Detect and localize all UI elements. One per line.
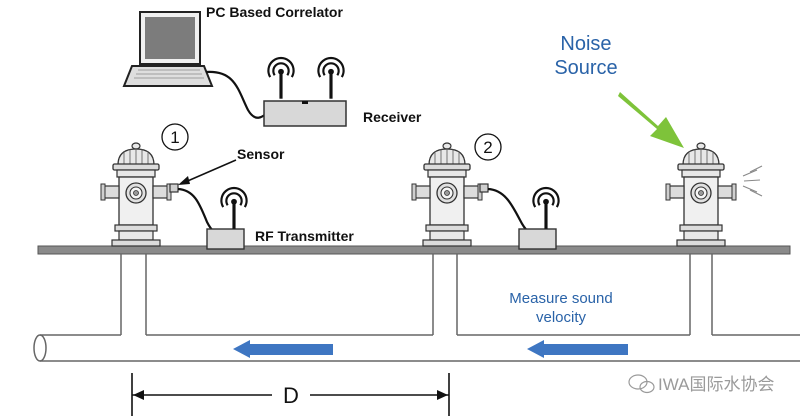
sensor-2-icon: [479, 183, 489, 193]
hydrant-1-icon: [100, 142, 172, 247]
receiver-antenna-right-icon: [316, 56, 346, 100]
transmitter-2-box-icon: [518, 228, 557, 250]
laptop-icon: [122, 11, 214, 87]
distance-arrow-left: [133, 390, 144, 400]
flow-arrow-right-icon: [527, 340, 628, 358]
sensor-label: Sensor: [237, 146, 285, 162]
watermark-text: IWA国际水协会: [658, 375, 774, 394]
receiver-box-icon: [263, 100, 347, 127]
correlator-label: PC Based Correlator: [206, 4, 343, 20]
measure-label-line1: Measure sound: [509, 290, 612, 307]
hydrant-noise-icon: [665, 142, 737, 247]
sensor-pointer-arrow: [178, 159, 237, 185]
distance-dimension: [131, 373, 450, 416]
noise-source-label-line2: Source: [554, 57, 617, 79]
receiver-cable: [205, 70, 269, 119]
measure-label-line2: velocity: [536, 309, 587, 326]
transmitter-1-antenna-icon: [219, 186, 249, 230]
receiver-label: Receiver: [363, 109, 422, 125]
water-main-pipe: [33, 334, 800, 362]
receiver-antenna-left-icon: [266, 56, 296, 100]
hydrant-2-icon: [411, 142, 483, 247]
flow-arrow-left-icon: [233, 340, 333, 358]
transmitter-1-box-icon: [206, 228, 245, 250]
distance-arrow-right: [437, 390, 448, 400]
sensor-1-icon: [169, 183, 179, 193]
transmitter-2-antenna-icon: [531, 186, 561, 230]
ground-surface: [37, 245, 791, 255]
sensor-1-number: 1: [170, 128, 179, 147]
sensor-2-number: 2: [483, 138, 492, 157]
wechat-icon: [628, 374, 655, 394]
distance-label: D: [283, 383, 299, 408]
rf-transmitter-label: RF Transmitter: [255, 228, 354, 244]
noise-source-label-line1: Noise: [560, 33, 611, 55]
leak-noise-icon: [742, 165, 763, 197]
sensor-1-marker: 1: [161, 123, 189, 151]
noise-arrow-icon: [618, 92, 684, 148]
service-pipes: [120, 254, 713, 335]
sensor-2-marker: 2: [474, 133, 502, 161]
